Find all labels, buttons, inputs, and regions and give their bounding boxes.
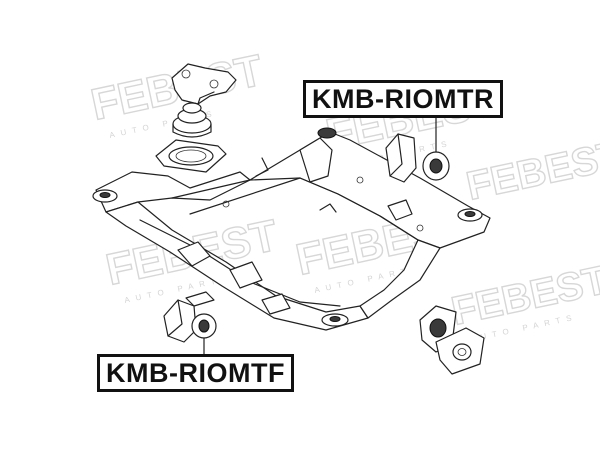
front-mount-bushing	[163, 299, 217, 357]
subframe	[92, 127, 491, 331]
part-label-front-mount: KMB-RIOMTF	[97, 354, 294, 392]
transmission-mount	[419, 305, 485, 375]
engine-mount-assembly	[155, 63, 237, 173]
part-label-rear-mount: KMB-RIOMTR	[303, 80, 503, 118]
rear-mount-bushing	[385, 109, 450, 183]
watermark-brand: FEBEST	[463, 133, 600, 209]
